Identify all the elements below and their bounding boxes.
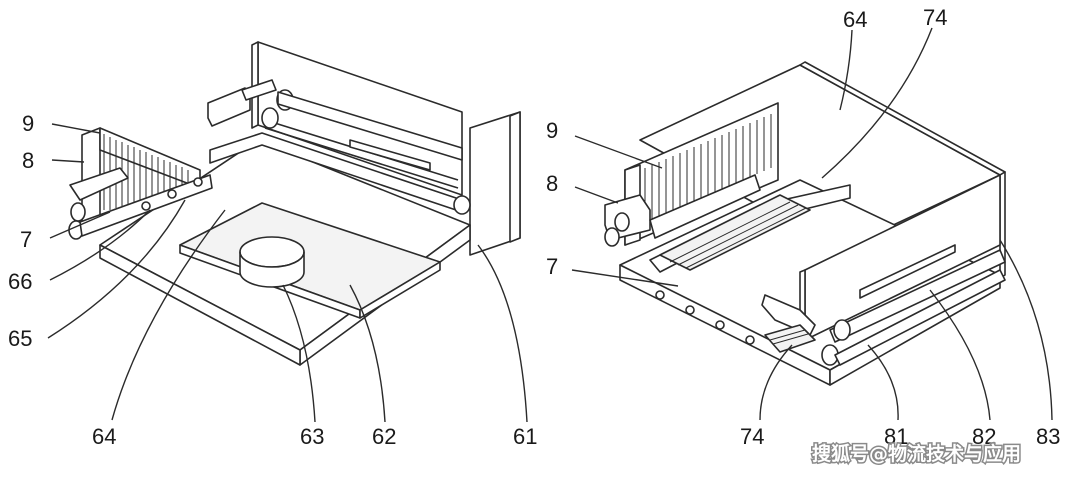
- label-62: 62: [372, 424, 396, 449]
- label-7-right: 7: [546, 254, 558, 279]
- label-7-left: 7: [20, 227, 32, 252]
- watermark-text: 搜狐号@物流技术与应用: [812, 442, 1021, 465]
- label-64-right: 64: [843, 7, 867, 32]
- label-81: 81: [884, 424, 908, 449]
- label-8-left: 8: [22, 148, 34, 173]
- label-65: 65: [8, 326, 32, 351]
- label-83: 83: [1036, 424, 1060, 449]
- label-82: 82: [972, 424, 996, 449]
- label-63: 63: [300, 424, 324, 449]
- label-66: 66: [8, 269, 32, 294]
- label-64-left: 64: [92, 424, 116, 449]
- label-61: 61: [513, 424, 537, 449]
- label-9-left: 9: [22, 111, 34, 136]
- right-comb-teeth: [644, 114, 772, 222]
- label-8-right: 8: [546, 171, 558, 196]
- right-assembly-figure: [571, 27, 1053, 421]
- label-74-top: 74: [923, 5, 947, 30]
- label-74-bottom: 74: [740, 424, 764, 449]
- left-assembly-figure: [47, 41, 528, 423]
- label-9-right: 9: [546, 118, 558, 143]
